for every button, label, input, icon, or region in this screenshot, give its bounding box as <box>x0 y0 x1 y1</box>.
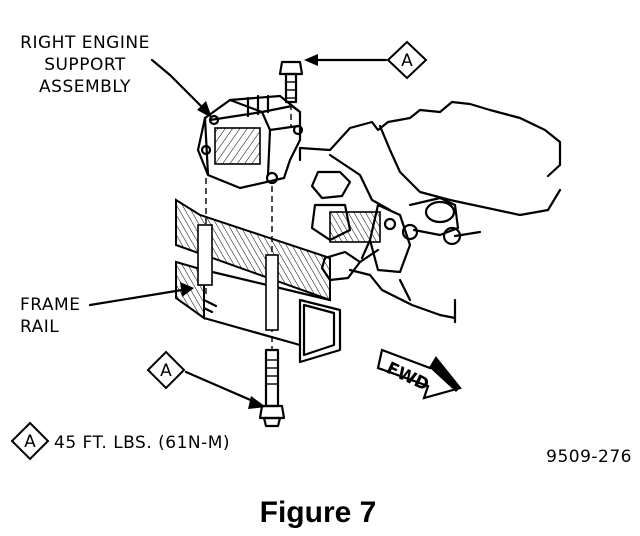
legend-text: 45 FT. LBS. (61N-M) <box>54 433 230 453</box>
frame-rail-label: FRAME RAIL <box>20 295 80 337</box>
support-bracket <box>196 94 304 190</box>
callout-letter-bottom: A <box>160 361 172 381</box>
callout-a-top: A <box>386 40 428 80</box>
callout-diamond-top <box>386 40 428 80</box>
callout-letter-top: A <box>401 51 413 71</box>
frame-rail <box>175 198 342 364</box>
callout-diamond-bottom <box>146 350 186 390</box>
reference-number: 9509-276 <box>546 447 632 467</box>
figure-caption: Figure 7 <box>260 496 377 529</box>
callout-bottom-leader <box>184 370 257 404</box>
support-label-line2: SUPPORT <box>44 55 126 75</box>
support-label-line3: ASSEMBLY <box>39 77 131 97</box>
frame-label-line1: FRAME <box>20 295 80 315</box>
support-assembly-label: RIGHT ENGINE SUPPORT ASSEMBLY <box>20 33 150 97</box>
fwd-arrow: FWD <box>376 348 462 400</box>
frame-leader-arrow <box>88 288 184 307</box>
torque-legend: A 45 FT. LBS. (61N-M) <box>10 421 230 461</box>
frame-label-line2: RAIL <box>20 317 59 337</box>
callout-a-bottom: A <box>146 350 186 390</box>
top-bolt <box>278 60 304 104</box>
engine-assembly <box>298 100 562 324</box>
bottom-bolt <box>258 348 286 428</box>
support-leader-arrow <box>150 58 207 112</box>
legend-diamond <box>10 421 50 461</box>
legend-symbol: A <box>24 432 36 452</box>
support-label-line1: RIGHT ENGINE <box>20 33 150 53</box>
callout-top-arrowhead <box>304 54 318 66</box>
support-leader-arrowhead <box>197 101 212 118</box>
